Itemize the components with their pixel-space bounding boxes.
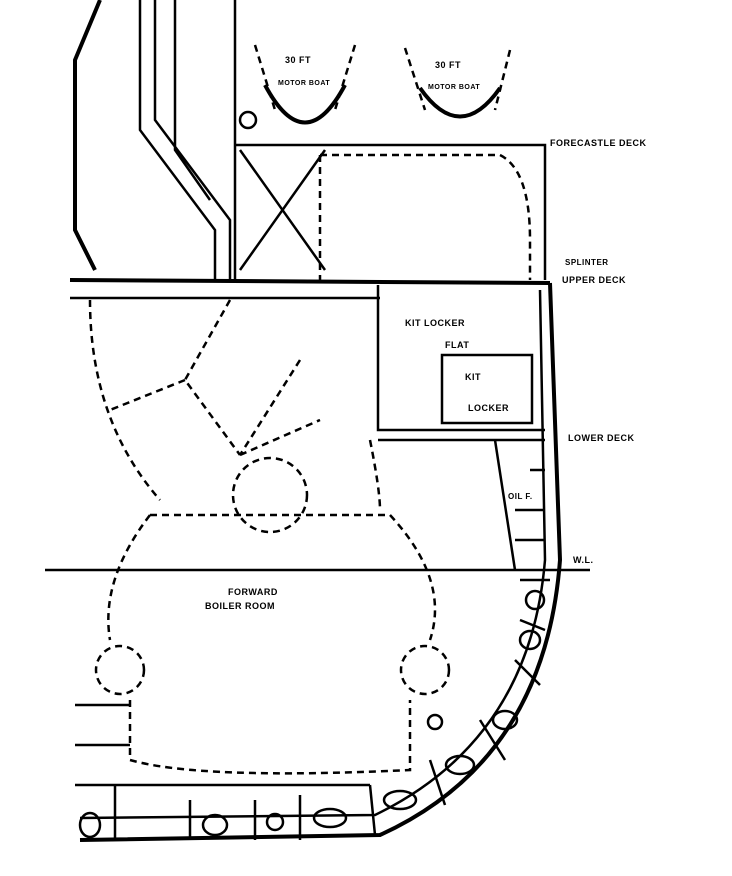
boat-1-sublabel: MOTOR BOAT [278, 80, 331, 87]
upper-deck-label: UPPER DECK [562, 275, 627, 285]
boat-2-label: 30 FT [435, 60, 462, 70]
uptake-casing [138, 0, 232, 280]
boat-2-sublabel: MOTOR BOAT [428, 84, 481, 91]
hull-inner-plate [79, 289, 547, 820]
kit-locker-box [440, 353, 534, 425]
forecastle-deck-label: FORECASTLE DECK [550, 138, 647, 148]
scuttle-icon [238, 110, 258, 130]
locker-label: LOCKER [468, 403, 509, 413]
uptake-outline [73, 0, 102, 271]
cross-bracing [238, 149, 327, 271]
oil-fuel-label: OIL F. [508, 492, 533, 501]
lower-deck-label: LOWER DECK [568, 433, 635, 443]
boiler-outline [107, 513, 437, 775]
kit-locker-flat-label-2: FLAT [445, 340, 470, 350]
water-drum-left [94, 644, 146, 696]
water-drum-right [399, 644, 451, 696]
upper-deck-line [69, 278, 551, 285]
splinter-label: SPLINTER [565, 258, 609, 267]
forecastle-deck-line [235, 143, 547, 280]
waterline-label: W.L. [573, 555, 594, 565]
steam-drum [231, 456, 309, 534]
double-bottom-frames [75, 578, 550, 840]
lightening-holes [78, 589, 546, 839]
oil-fuel-compartment [493, 439, 545, 571]
boiler-room-label-2: BOILER ROOM [205, 601, 275, 611]
kit-locker-flat-label: KIT LOCKER [405, 318, 465, 328]
forecastle-dashed [318, 153, 532, 280]
boiler-room-label-1: FORWARD [228, 587, 278, 597]
boat-2-hull [418, 86, 502, 119]
boat-1-hull [263, 84, 347, 125]
boat-1-label: 30 FT [285, 55, 312, 65]
boiler-casing-dashed [88, 299, 382, 511]
hull-outer-plate [79, 282, 563, 842]
lower-deck-line [376, 285, 545, 442]
kit-label: KIT [465, 372, 481, 382]
